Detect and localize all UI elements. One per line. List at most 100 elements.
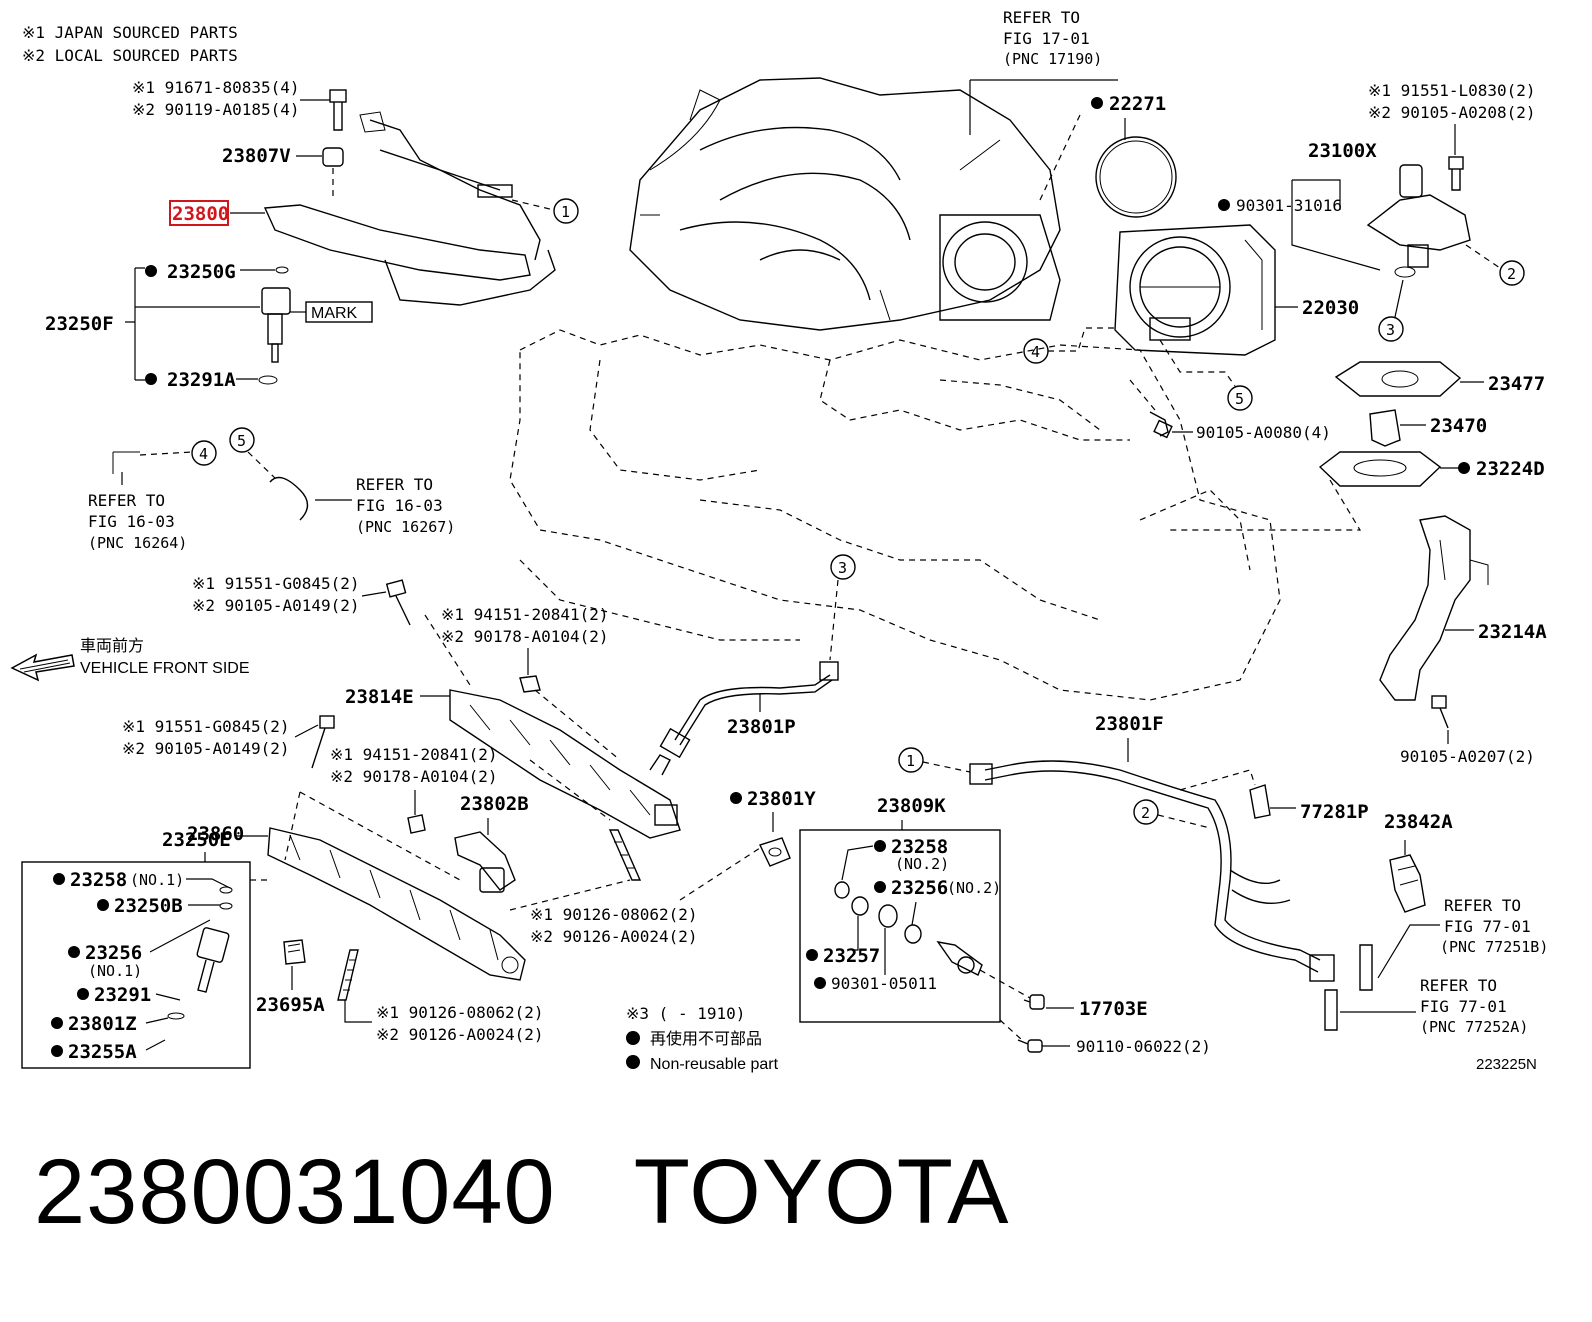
refer-77251-line2: FIG 77-01 (1444, 917, 1531, 936)
label-23100X: 23100X (1308, 140, 1377, 162)
intake-manifold-drawing (629, 77, 1061, 331)
fitting-icon (1309, 954, 1335, 982)
bracket-icon (649, 754, 671, 776)
label-23800: 23800 (172, 203, 229, 225)
injector-rail-23860-icon (267, 827, 526, 981)
box-label-23258-no: (NO.1) (130, 871, 184, 889)
label-23809K: 23809K (877, 795, 946, 817)
non-reusable-dot (806, 949, 818, 961)
leader-box-23801Z (145, 1017, 169, 1024)
bolt-icon (1149, 411, 1173, 439)
label-mark: MARK (311, 305, 358, 322)
refer-16264-line1: REFER TO (88, 491, 165, 510)
label-22271: 22271 (1109, 93, 1166, 115)
bolt-icon (329, 89, 347, 131)
legend-dot-en (626, 1055, 640, 1069)
box-label-23256: 23256 (85, 942, 142, 964)
leader-dash-bolt (1129, 379, 1156, 411)
gasket-23477-icon (1334, 361, 1462, 397)
k-label-90301: 90301-05011 (831, 974, 937, 993)
non-reusable-dot (1458, 462, 1470, 474)
bolt-icon (385, 579, 411, 626)
bolt-icon (1431, 695, 1449, 729)
refer-fig1701-line1: REFER TO (1003, 8, 1080, 27)
legend-dot-jp (626, 1031, 640, 1045)
pressure-sensor-icon (936, 941, 983, 976)
box-label-23291: 23291 (94, 984, 151, 1006)
k-label-23256: 23256 (891, 877, 948, 899)
non-reusable-dot (97, 899, 109, 911)
leader-dash-22271 (1039, 114, 1081, 201)
gasket-23224D-icon (1318, 451, 1442, 487)
fuel-rail-upper (263, 111, 556, 306)
label-77281P: 77281P (1300, 801, 1369, 823)
label-front-en: VEHICLE FRONT SIDE (80, 660, 250, 677)
vehicle-front-arrow-icon (10, 653, 75, 682)
label-bolt-r2: ※2 90105-A0208(2) (1368, 103, 1536, 122)
label-stud-c1: ※1 90126-08062(2) (530, 905, 698, 924)
bolt-icon (1448, 156, 1464, 191)
clip-23695A-icon (283, 939, 306, 965)
refer-77251-line1: REFER TO (1444, 896, 1521, 915)
box-label-23255A: 23255A (68, 1041, 137, 1063)
gasket-hole (768, 847, 782, 857)
non-reusable-dot (145, 265, 157, 277)
leader-dash-callout-2b (1157, 814, 1211, 829)
legend-text-jp: 再使用不可部品 (650, 1030, 762, 1048)
callout-1-icon (553, 198, 579, 224)
non-reusable-dot (730, 792, 742, 804)
refer-fig1701-pnc: (PNC 17190) (1003, 50, 1102, 68)
seal-ring-icon (878, 904, 898, 928)
label-bolt-l1: ※1 91551-G0845(2) (122, 717, 290, 736)
label-23250G: 23250G (167, 261, 236, 283)
non-reusable-dot (874, 881, 886, 893)
label-bolt-m2: ※2 90105-A0149(2) (192, 596, 360, 615)
lifter-23470-icon (1369, 409, 1401, 447)
callout-3-label: 3 (1386, 321, 1395, 339)
label-23807V: 23807V (222, 145, 291, 167)
leader-callout-3 (1394, 279, 1404, 318)
leader-dash-callout-4b (139, 451, 193, 456)
engine-block-outline (509, 329, 1281, 701)
callout-5-label: 5 (1235, 390, 1244, 408)
callout-3b-label: 3 (838, 559, 847, 577)
label-17703E: 17703E (1079, 998, 1148, 1020)
o-ring-icon (258, 375, 278, 385)
fuel-pump-icon (1366, 164, 1471, 268)
callout-5-icon (1227, 385, 1253, 411)
callout-1-icon (898, 747, 924, 773)
callout-2-icon (1133, 799, 1159, 825)
label-stud-b2: ※2 90126-A0024(2) (376, 1025, 544, 1044)
refer-77252-pnc: (PNC 77252A) (1420, 1018, 1528, 1036)
label-23801F: 23801F (1095, 713, 1164, 735)
k-label-23258: 23258 (891, 836, 948, 858)
callout-2b-label: 2 (1141, 804, 1150, 822)
label-23470: 23470 (1430, 415, 1487, 437)
label-90105-A0080: 90105-A0080(4) (1196, 423, 1331, 442)
gasket-icon (759, 837, 791, 867)
non-reusable-dot (145, 373, 157, 385)
non-reusable-dot (1091, 97, 1103, 109)
leader-dash-77281P (1179, 769, 1256, 791)
leader-k-23258 (841, 845, 874, 881)
callout-3-icon (830, 554, 856, 580)
fuel-pipe-23801P-icon (674, 674, 833, 746)
refer-77252-line2: FIG 77-01 (1420, 997, 1507, 1016)
non-reusable-dot (77, 988, 89, 1000)
non-reusable-dot (53, 873, 65, 885)
label-nut-l2: ※2 90178-A0104(2) (330, 767, 498, 786)
o-ring-icon (167, 1012, 185, 1020)
gasket-ring-icon (1095, 136, 1177, 218)
fuel-pipe-23801F-icon (984, 760, 1321, 973)
leader-box-23256 (149, 919, 211, 953)
leader-box-23255A (145, 1039, 166, 1051)
fuel-rail-lower-icon (449, 689, 681, 839)
seal-ring-icon (851, 896, 869, 916)
label-90301-31016: 90301-31016 (1236, 196, 1342, 215)
highlight-box-23800 (169, 200, 229, 226)
label-stud-b1: ※1 90126-08062(2) (376, 1003, 544, 1022)
leader-stud-b (344, 1000, 372, 1023)
label-23291A: 23291A (167, 369, 236, 391)
leader-dash-callout-5b (247, 451, 276, 479)
